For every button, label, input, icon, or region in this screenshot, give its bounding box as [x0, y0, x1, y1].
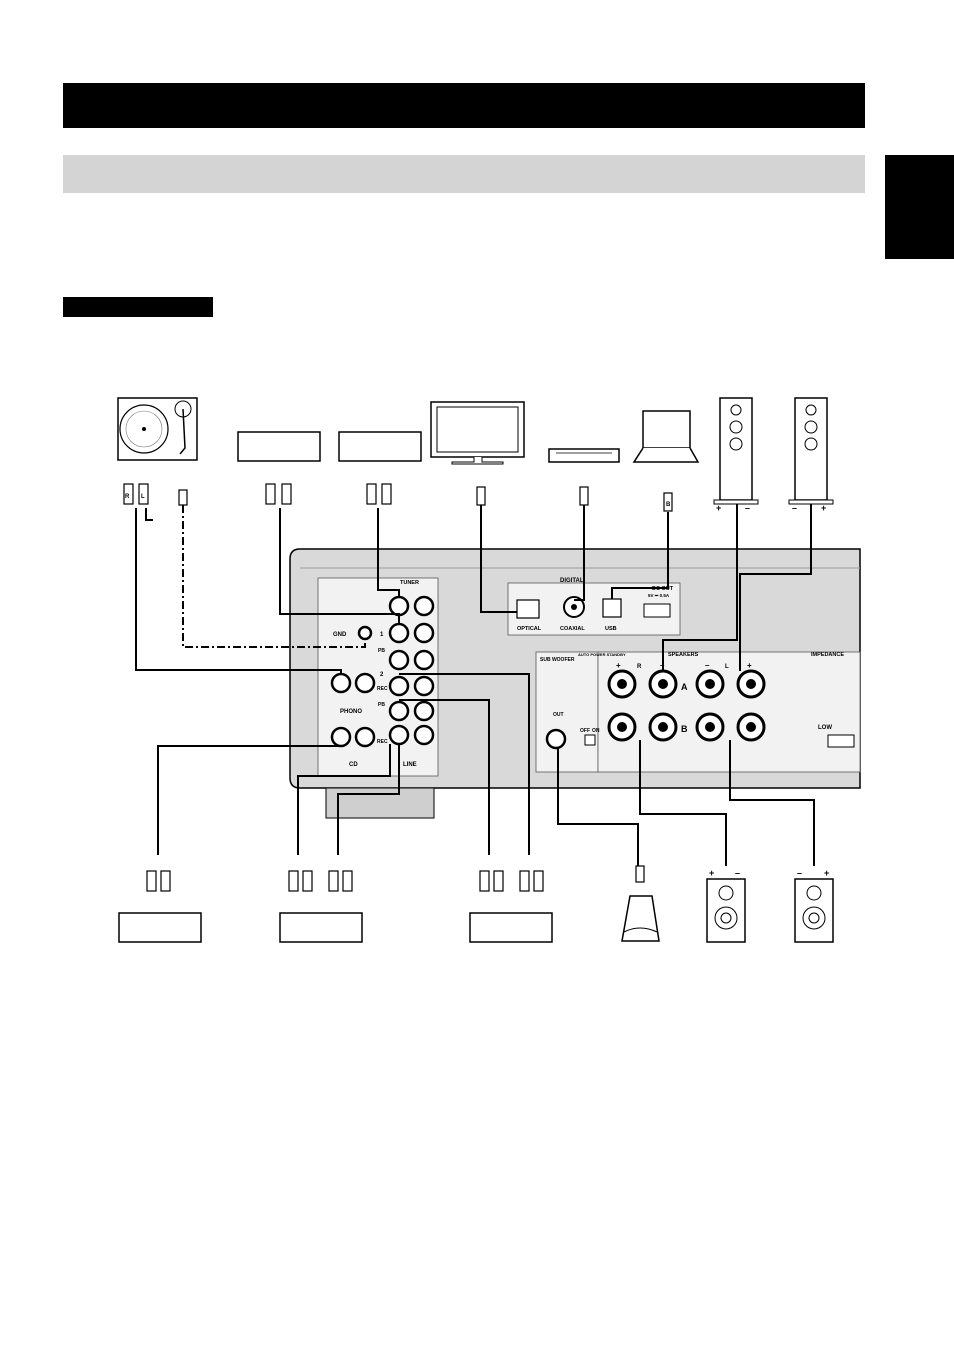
audio-device-2	[338, 431, 422, 462]
subwoofer	[621, 895, 660, 942]
speaker-r-minus: –	[745, 503, 750, 513]
digital-label: DIGITAL	[560, 578, 584, 584]
dc-out-rating: 5V ⎓ 0.5A	[648, 593, 670, 598]
impedance-switch	[827, 734, 855, 748]
amplifier-rear-panel	[289, 548, 861, 819]
gnd-label: GND	[333, 632, 347, 638]
language-side-tab	[885, 155, 954, 259]
terminal-plus-mark-left: +	[747, 661, 752, 670]
television	[430, 401, 525, 465]
recorder-device-1	[279, 912, 363, 943]
subwoofer-out-label: OUT	[553, 712, 564, 718]
speaker-b-r-minus: –	[735, 868, 740, 878]
speaker-b-r-plus: +	[709, 868, 714, 878]
line-label: LINE	[403, 762, 417, 768]
cable-mark-l: L	[141, 494, 145, 500]
cd-player-device	[118, 912, 202, 943]
speakers-label: SPEAKERS	[668, 652, 699, 658]
impedance-low-label: LOW	[818, 725, 832, 731]
speaker-l-plus: +	[821, 503, 826, 513]
speaker-b-l-plus: +	[824, 868, 829, 878]
speaker-b-right	[706, 878, 746, 943]
line-2-pb-label: PB	[378, 702, 385, 708]
dc-out-jack	[643, 603, 671, 618]
terminal-minus-mark-left: –	[705, 661, 710, 670]
cables	[135, 504, 815, 866]
front-speaker-left	[788, 397, 834, 505]
cable-mark-r: R	[125, 494, 130, 500]
disc-player	[548, 448, 620, 463]
tuner-label: TUNER	[400, 580, 419, 586]
usb-label: USB	[605, 626, 617, 632]
phono-label: PHONO	[340, 709, 362, 715]
speaker-b-l-minus: –	[797, 868, 802, 878]
cable-mark-b: B	[666, 502, 671, 508]
speaker-b-left	[794, 878, 834, 943]
section-title-bar	[63, 83, 865, 128]
impedance-label: IMPEDANCE	[811, 652, 844, 658]
audio-device-1	[237, 431, 321, 462]
line-1-rec-label: REC	[377, 686, 388, 692]
rca-plugs-top	[123, 483, 673, 512]
rca-plugs-bottom	[146, 865, 645, 892]
speaker-b-label: B	[681, 724, 688, 734]
turntable	[117, 397, 198, 461]
auto-power-standby-switch	[584, 734, 596, 746]
subwoofer-out-jack	[545, 728, 567, 750]
subwoofer-label: SUB WOOFER	[540, 657, 575, 663]
auto-power-standby-label: AUTO POWER STANDBY	[578, 652, 626, 657]
standby-on-label: ON	[592, 728, 600, 734]
line-2-label: 2	[380, 672, 384, 678]
cd-label: CD	[349, 762, 358, 768]
coaxial-label: COAXIAL	[560, 626, 585, 632]
left-channel-mark: L	[725, 664, 729, 670]
speaker-a-label: A	[681, 682, 688, 692]
speaker-l-minus: –	[792, 503, 797, 513]
speaker-r-plus: +	[716, 503, 721, 513]
recorder-device-2	[469, 912, 553, 943]
standby-off-label: OFF	[580, 728, 590, 734]
connection-label-bar	[63, 297, 213, 317]
right-channel-mark: R	[637, 664, 642, 670]
optical-label: OPTICAL	[517, 626, 542, 632]
line-2-rec-label: REC	[377, 739, 388, 745]
usb-jack	[602, 598, 622, 618]
front-speaker-right	[713, 397, 759, 505]
line-1-pb-label: PB	[378, 648, 385, 654]
subsection-title-bar	[63, 155, 865, 193]
optical-jack	[516, 599, 540, 619]
input-jack-grid	[330, 595, 435, 748]
laptop-computer	[632, 410, 700, 463]
line-1-label: 1	[380, 632, 384, 638]
terminal-plus-mark: +	[616, 661, 621, 670]
